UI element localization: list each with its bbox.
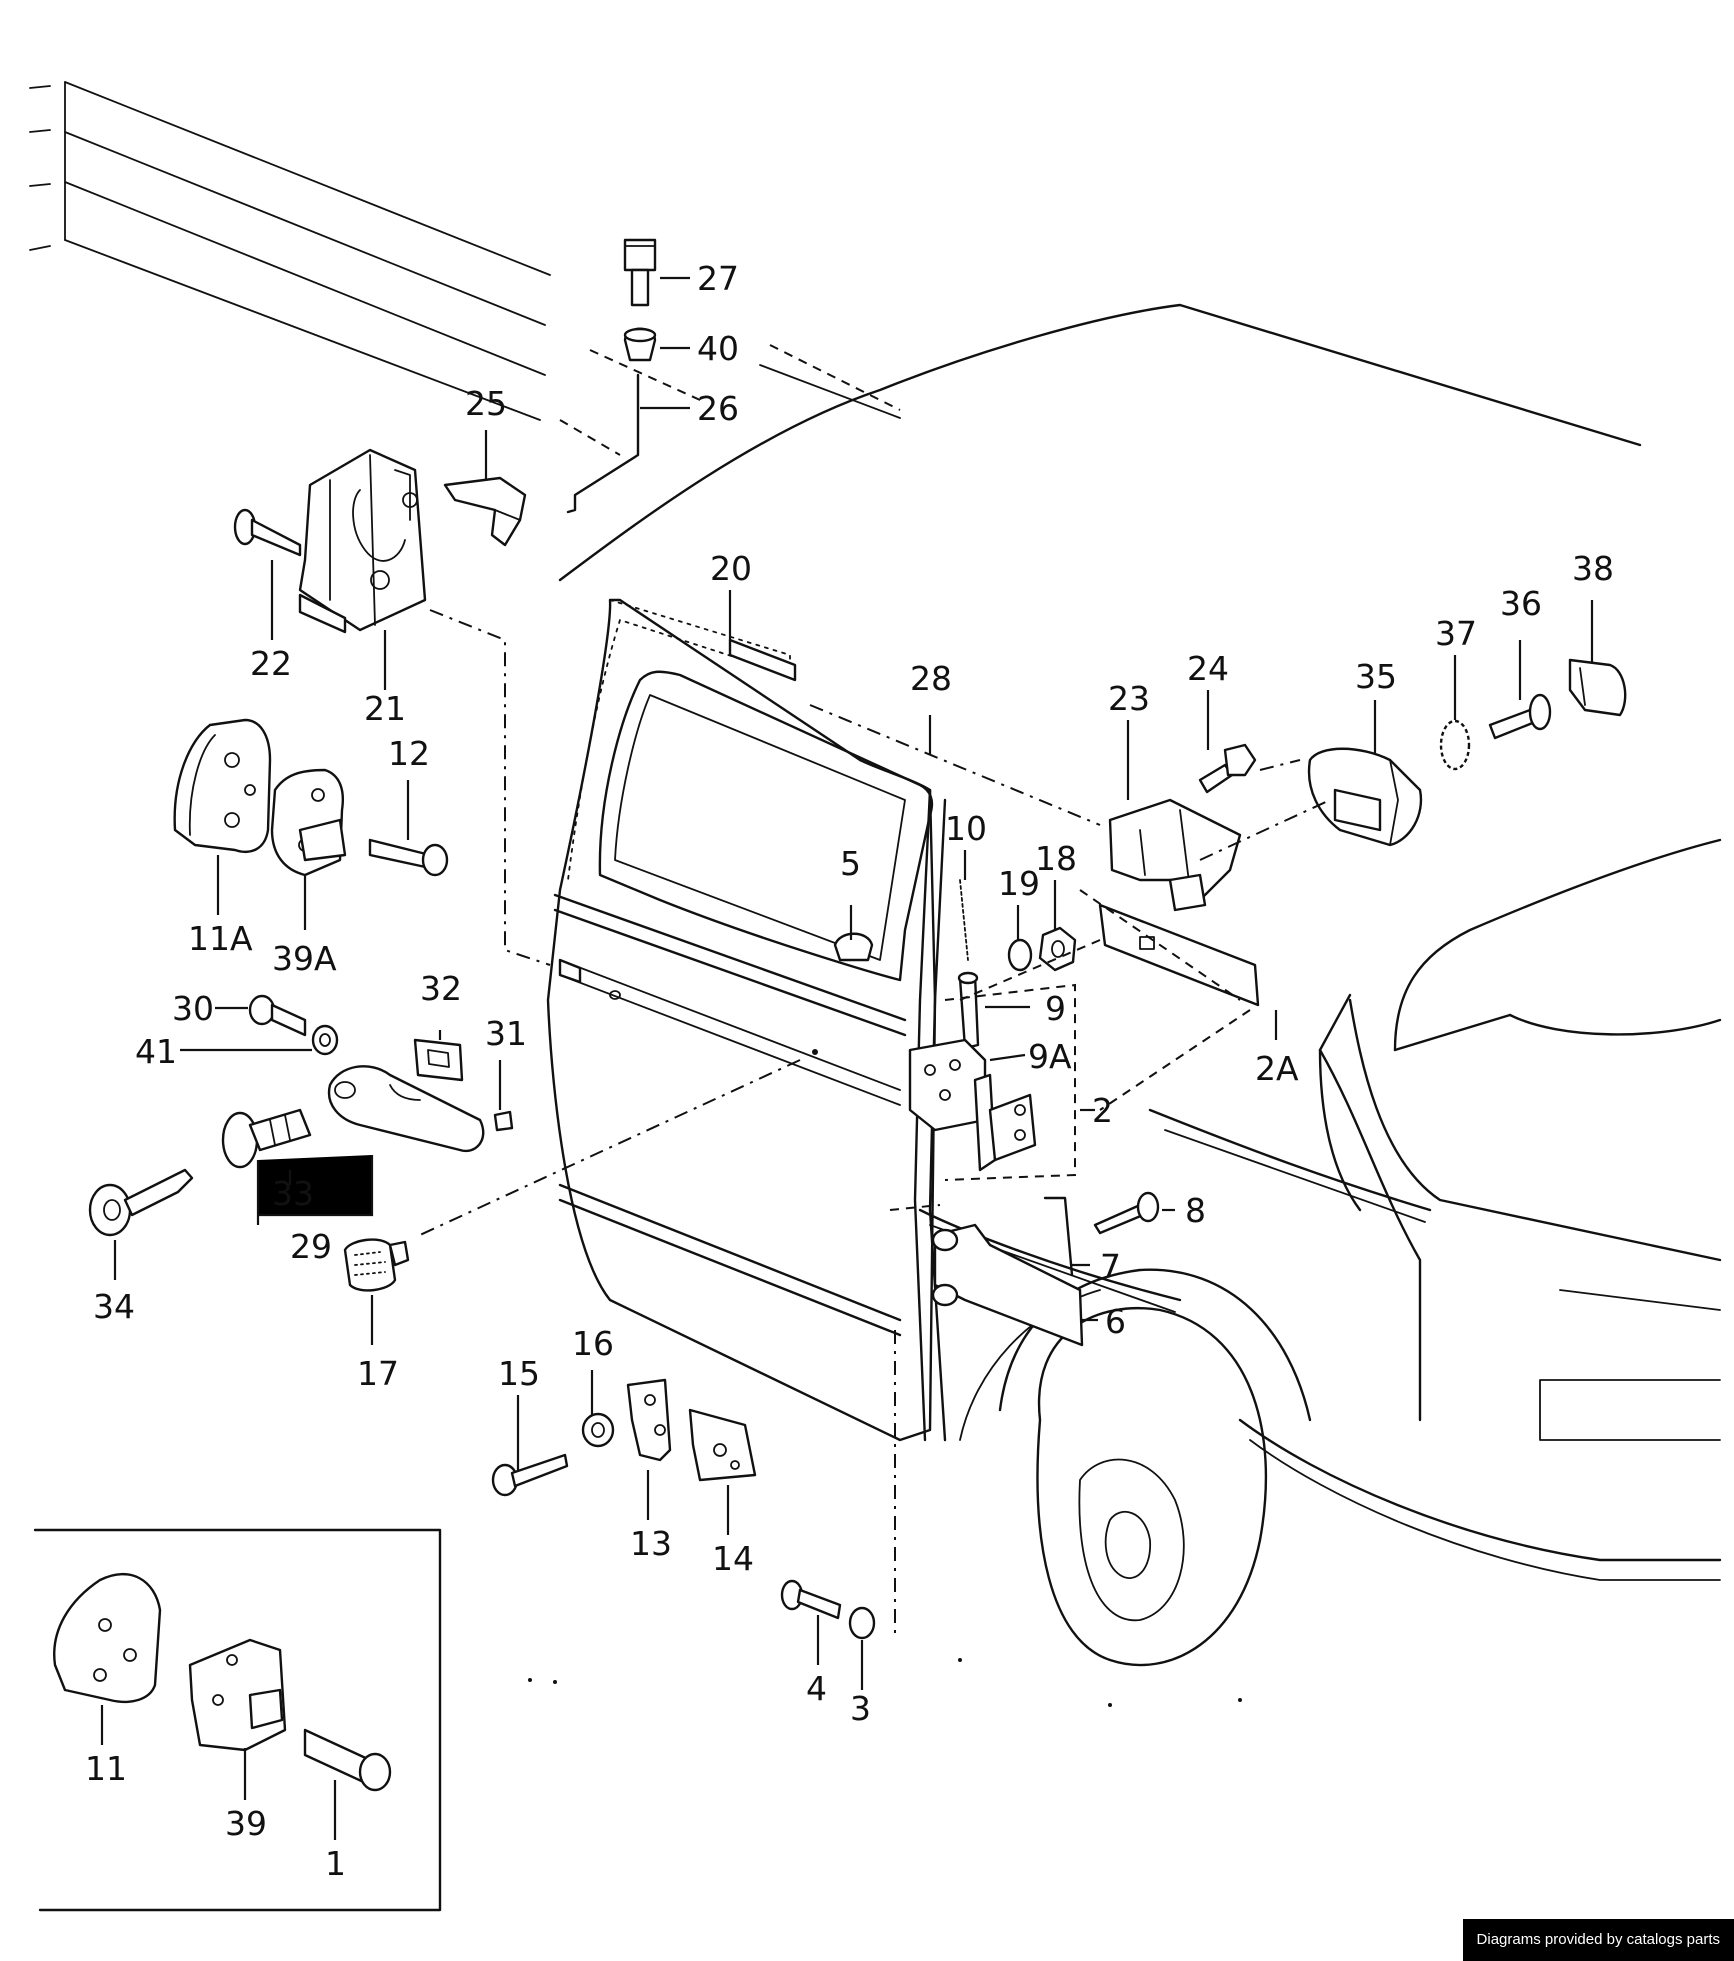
callout-28: 28 [910, 659, 952, 698]
roller-35-icon [1307, 747, 1423, 847]
callout-35: 35 [1355, 657, 1397, 696]
scan-specks [528, 1658, 1242, 1707]
callout-3: 3 [850, 1689, 871, 1728]
bump-stop-17-icon [343, 1238, 410, 1292]
leader-lines [100, 276, 1594, 1840]
callout-32: 32 [420, 969, 462, 1008]
callout-34: 34 [93, 1287, 135, 1326]
callout-16: 16 [572, 1324, 614, 1363]
callout-40: 40 [697, 329, 739, 368]
screw-4-icon [780, 1579, 842, 1620]
plate-13-icon [626, 1378, 672, 1462]
callout-21: 21 [364, 689, 406, 728]
callout-14: 14 [712, 1539, 754, 1578]
callout-13: 13 [630, 1524, 672, 1563]
callout-36: 36 [1500, 584, 1542, 623]
callout-37: 37 [1435, 614, 1477, 653]
callout-19: 19 [998, 864, 1040, 903]
washer-3-icon [848, 1606, 876, 1640]
washer-41-icon [311, 1024, 339, 1056]
bolt-12-icon [368, 838, 449, 877]
screw-22-icon [233, 508, 302, 557]
screw-30-icon [248, 994, 307, 1037]
callout-9: 9 [1045, 989, 1066, 1028]
callout-7: 7 [1100, 1247, 1121, 1286]
cover-11a-icon [173, 718, 272, 853]
spring-10-icon [959, 879, 969, 961]
callout-11: 11 [85, 1749, 127, 1788]
callout-2: 2 [1092, 1091, 1113, 1130]
credit-footer: Diagrams provided by catalogs parts [1462, 1919, 1734, 1961]
callout-20: 20 [710, 549, 752, 588]
callout-27: 27 [697, 259, 739, 298]
callout-10: 10 [945, 809, 987, 848]
hinge-6-icon [931, 1223, 1084, 1347]
key-34-icon [88, 1168, 194, 1237]
screw-8-icon [1093, 1191, 1160, 1235]
callout-8: 8 [1185, 1191, 1206, 1230]
lock-cylinder-33-icon [221, 1108, 312, 1169]
callout-39: 39 [225, 1804, 267, 1843]
bracket-25-icon [443, 476, 527, 547]
wheel [959, 1268, 1312, 1667]
button-5-icon [833, 932, 874, 962]
callout-17: 17 [357, 1354, 399, 1393]
callout-39a: 39A [272, 939, 337, 978]
lock-housing-21-icon [298, 448, 427, 634]
seal-strip-20-icon [728, 638, 797, 682]
pin-7-icon [1043, 1196, 1074, 1277]
nut-18-icon [1038, 926, 1077, 972]
callout-33: 33 [272, 1174, 314, 1213]
callout-5: 5 [840, 844, 861, 883]
callout-22: 22 [250, 644, 292, 683]
bolt-27-icon [623, 238, 657, 307]
washer-16-icon [581, 1412, 615, 1448]
callout-29: 29 [290, 1227, 332, 1266]
callout-labels: 27 40 26 25 22 21 12 11A 39A 30 41 32 31… [85, 259, 1614, 1883]
washer-19-icon [1007, 938, 1033, 972]
clip-31-icon [493, 1110, 514, 1132]
hinge-9a-icon [908, 1038, 1037, 1172]
callout-18: 18 [1035, 839, 1077, 878]
striker-plate-39a-icon [270, 768, 347, 877]
assembly-lines [419, 609, 1331, 1635]
screw-36-icon [1488, 693, 1552, 740]
callout-15: 15 [498, 1354, 540, 1393]
callout-11a: 11A [188, 919, 253, 958]
washer-37-icon [1439, 719, 1471, 771]
plate-14-icon [688, 1408, 757, 1482]
seal-32-icon [413, 1038, 464, 1082]
cap-40-icon [623, 327, 657, 362]
callout-38: 38 [1572, 549, 1614, 588]
callout-25: 25 [465, 384, 507, 423]
cable-26-icon [566, 373, 640, 514]
callout-41: 41 [135, 1032, 177, 1071]
callout-26: 26 [697, 389, 739, 428]
callout-24: 24 [1187, 649, 1229, 688]
door-handle-29-icon [327, 1065, 485, 1153]
detail-inset [33, 1528, 442, 1912]
bolt-24-icon [1198, 743, 1257, 794]
callout-23: 23 [1108, 679, 1150, 718]
callout-9a: 9A [1028, 1037, 1072, 1076]
callout-12: 12 [388, 734, 430, 773]
guide-bracket-23-icon [1108, 798, 1242, 912]
pin-9-icon [957, 971, 980, 1050]
callout-2a: 2A [1255, 1049, 1299, 1088]
callout-1: 1 [325, 1844, 346, 1883]
callout-30: 30 [172, 989, 214, 1028]
screw-15-icon [491, 1453, 569, 1497]
sliding-door [546, 598, 937, 1442]
van-body [29, 81, 1722, 1581]
callout-4: 4 [806, 1669, 827, 1708]
callout-6: 6 [1105, 1302, 1126, 1341]
cap-38-icon [1568, 658, 1627, 717]
callout-31: 31 [485, 1014, 527, 1053]
